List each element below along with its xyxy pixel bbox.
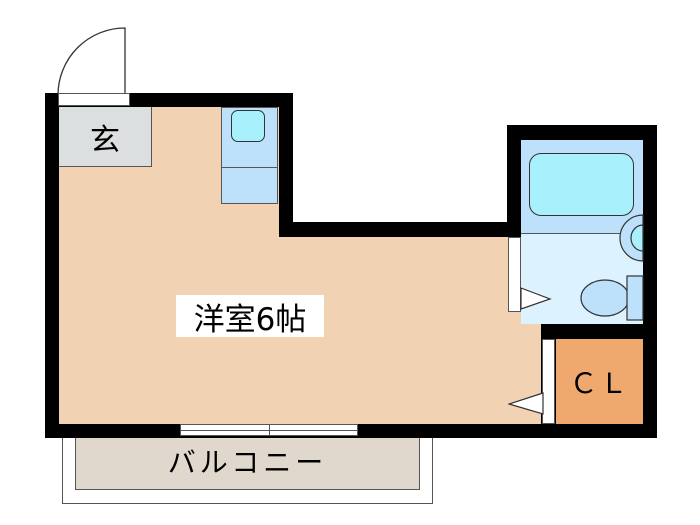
kitchen-divider <box>221 167 278 168</box>
balcony-window[interactable] <box>180 424 358 436</box>
closet-door[interactable] <box>542 339 555 424</box>
bath-door-swing-icon <box>520 287 552 310</box>
bathtub-icon <box>529 153 634 216</box>
closet-door-swing-icon <box>508 392 544 415</box>
toilet-icon <box>580 275 644 321</box>
kitchen-sink-icon <box>231 110 265 142</box>
western-room: 洋室6帖 <box>176 295 324 338</box>
balcony: バルコニー <box>75 432 420 490</box>
genkan-label: 玄 <box>90 122 120 158</box>
bath-door[interactable] <box>508 237 521 312</box>
wash-basin-icon <box>619 214 644 262</box>
balcony-label: バルコニー <box>167 446 328 479</box>
closet: ＣＬ <box>556 339 643 424</box>
western-room-label: 洋室6帖 <box>193 301 307 338</box>
entrance-door-swing-icon <box>57 27 126 96</box>
genkan: 玄 <box>59 107 152 167</box>
entrance-door[interactable] <box>58 93 130 106</box>
window-mullion <box>269 425 270 435</box>
closet-label: ＣＬ <box>569 366 630 400</box>
